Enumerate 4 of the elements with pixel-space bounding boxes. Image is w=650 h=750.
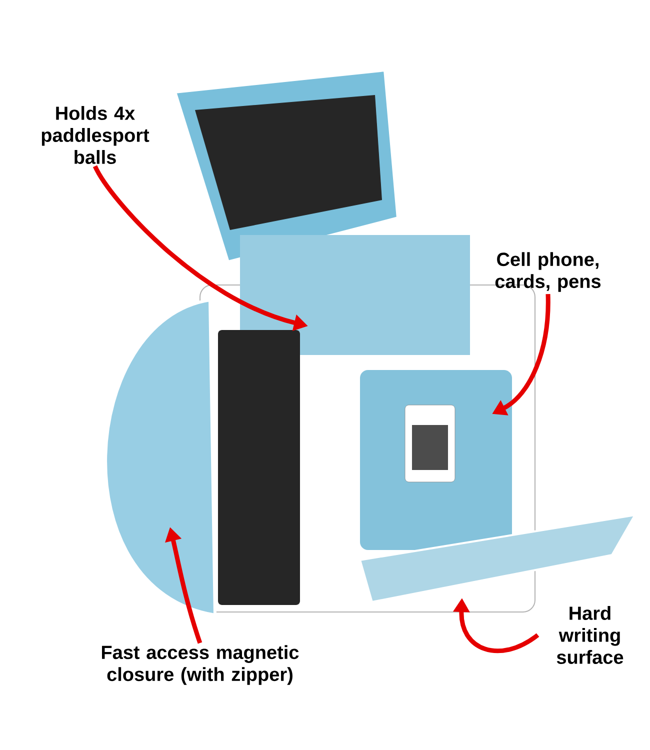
callout-text: Cell phone, cards, pens xyxy=(495,252,601,292)
callout-text: Hard writing surface xyxy=(556,606,624,664)
callout-text: Holds 4x paddlesport balls xyxy=(42,106,150,164)
callout-text: Fast access magnetic closure (with zipper) xyxy=(102,645,299,685)
